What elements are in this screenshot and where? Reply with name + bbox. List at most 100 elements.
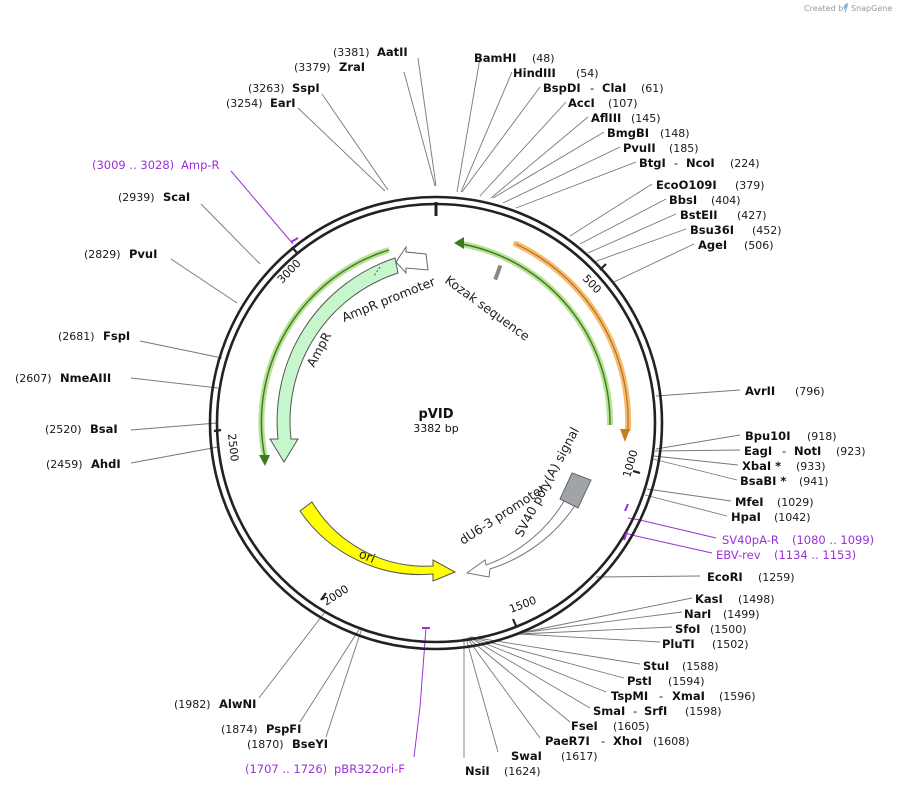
site-name-tspmi: TspMI: [611, 689, 648, 703]
primer-name-ebv-rev: EBV-rev: [716, 548, 761, 562]
site-name-acci: AccI: [568, 96, 595, 110]
site-pos-agei: (506): [744, 239, 774, 252]
site-name-nmeaiii: NmeAIII: [60, 371, 111, 385]
site-name-ecoo109i: EcoO109I: [656, 178, 717, 192]
site-name-pvuii: PvuII: [623, 141, 656, 155]
site-name2-eagi: NotI: [794, 444, 821, 458]
leader-stui: [470, 636, 641, 665]
site-dash-tspmi: -: [659, 689, 663, 703]
leader-bsai: [130, 422, 218, 431]
leader-bsteii: [587, 213, 677, 254]
site-pos-swai: (1617): [561, 750, 598, 763]
site-name-bsteii: BstEII: [680, 208, 718, 222]
site-pos-sspi: (3263): [248, 82, 285, 95]
credit-app: SnapGene: [851, 4, 892, 13]
leader-smai: [468, 636, 591, 709]
feature-kozak-marker: [493, 264, 503, 281]
snapgene-logo: SnapGene: [843, 3, 892, 13]
leader-xbai: [653, 455, 739, 466]
site-name-bpu10i: Bpu10I: [745, 429, 790, 443]
site-name-bsu36i: Bsu36I: [690, 223, 734, 237]
site-name-pspfi: PspFI: [266, 722, 301, 736]
site-name-pvui: PvuI: [129, 247, 157, 261]
leader-afliii: [490, 116, 589, 199]
site-name2-paer7i: XhoI: [613, 734, 642, 748]
site-leader-lines: [130, 57, 741, 758]
tick-label-1500: 1500: [507, 594, 538, 616]
tick-label-2000: 2000: [321, 582, 352, 608]
primer-leader-amp-r: [230, 170, 294, 245]
site-pos-bbsi: (404): [711, 194, 741, 207]
site-name-hindiii: HindIII: [513, 66, 556, 80]
leader-aatii: [417, 57, 437, 187]
site-name-sspi: SspI: [292, 81, 320, 95]
site-pos-mfei: (1029): [777, 496, 814, 509]
feature-green-right-arrowhead: [454, 237, 464, 249]
leader-pluti: [518, 633, 661, 643]
site-pos-kasi: (1498): [738, 593, 775, 606]
primer-mark-sv40pa-r: [624, 503, 629, 512]
site-name-nsii: NsiI: [465, 764, 490, 778]
leader-bsu36i: [593, 228, 687, 263]
leader-avrii: [655, 389, 741, 397]
leader-hindiii: [460, 71, 513, 193]
site-name2-bspdi: ClaI: [602, 81, 626, 95]
tick-3000: [291, 246, 298, 254]
site-name2-smai: SrfI: [644, 704, 667, 718]
site-pos-alwni: (1982): [174, 698, 211, 711]
site-labels: (3381) AatII (3379) ZraI (3263) SspI (32…: [15, 45, 866, 778]
primer-leader-sv40pa-r: [627, 517, 717, 539]
leader-btgi: [515, 161, 637, 209]
site-name-zrai: ZraI: [339, 60, 365, 74]
primer-name-amp-r: Amp-R: [181, 158, 220, 172]
tick-1500: [511, 618, 518, 627]
feature-green-left-arc-core: [260, 249, 390, 459]
site-name-agei: AgeI: [698, 238, 727, 252]
leader-pvuii: [502, 146, 621, 204]
site-name-bspdi: BspDI: [543, 81, 581, 95]
leader-ahdi: [130, 446, 219, 464]
site-pos-bspdi: (61): [641, 82, 664, 95]
site-pos-paer7i: (1608): [653, 735, 690, 748]
site-name-aatii: AatII: [377, 45, 408, 59]
primer-leader-pbr322ori-f: [413, 627, 427, 758]
site-dash-btgi: -: [674, 156, 678, 170]
leader-bseyi: [325, 627, 363, 738]
site-name-pluti: PluTI: [662, 637, 695, 651]
leader-fspi: [139, 340, 223, 359]
primer-name-pbr322ori-f: pBR322ori-F: [334, 762, 405, 776]
site-pos-eari: (3254): [226, 97, 263, 110]
feature-ori: [299, 501, 457, 582]
site-name-avrii: AvrII: [745, 384, 775, 398]
primer-mark-amp-r: [290, 237, 299, 243]
feature-label-ori: ori: [357, 546, 378, 566]
feature-ampr-promoter: [395, 245, 429, 275]
leader-bbsi: [579, 198, 667, 245]
site-name-stui: StuI: [643, 659, 669, 673]
leader-swai: [465, 637, 499, 753]
site-pos-ecori: (1259): [758, 571, 795, 584]
feature-green-right-arc-core: [461, 243, 611, 426]
site-pos-bsu36i: (452): [752, 224, 782, 237]
leader-agei: [613, 243, 695, 283]
leader-pvui: [170, 258, 238, 304]
site-name-eari: EarI: [270, 96, 296, 110]
leader-scai: [200, 203, 261, 265]
site-name-xbai: XbaI *: [742, 459, 781, 473]
site-name-bsai: BsaI: [90, 422, 118, 436]
site-pos-aatii: (3381): [333, 46, 370, 59]
site-dash-paer7i: -: [601, 734, 605, 748]
primer-name-sv40pa-r: SV40pA-R: [722, 533, 779, 547]
primer-range-amp-r: (3009 .. 3028): [92, 158, 174, 172]
leader-mfei: [646, 488, 732, 502]
site-name-btgi: BtgI: [639, 156, 666, 170]
site-pos-scai: (2939): [118, 191, 155, 204]
leader-paer7i: [466, 637, 541, 739]
leader-ecoo109i: [569, 183, 653, 237]
site-name-sfoi: SfoI: [675, 622, 700, 636]
site-pos-zrai: (3379): [294, 61, 331, 74]
position-ticks: [213, 246, 641, 627]
site-name-fspi: FspI: [103, 329, 130, 343]
site-name-bsabi: BsaBI *: [740, 474, 786, 488]
leader-pspfi: [299, 627, 361, 723]
